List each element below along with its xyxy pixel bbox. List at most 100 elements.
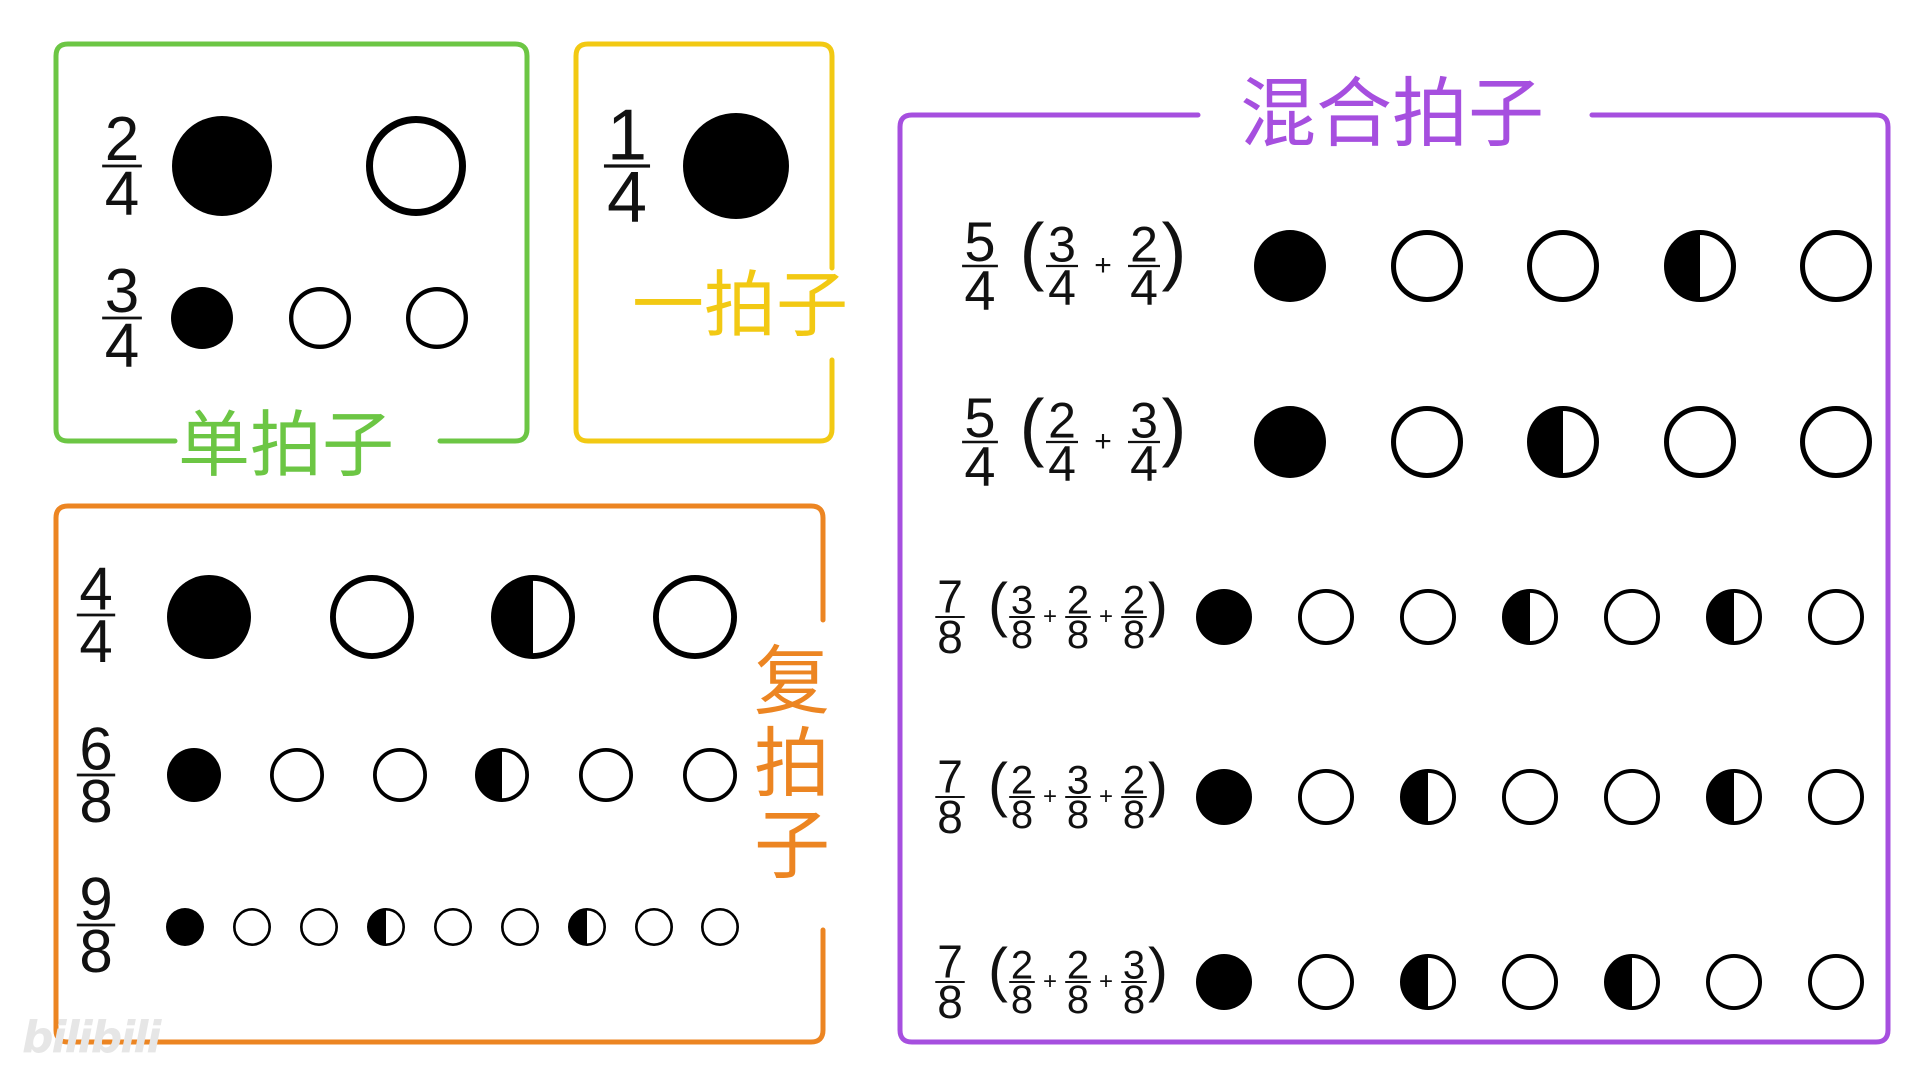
time-signature-numerator: 9 <box>79 865 112 932</box>
weak-beat-ring <box>1297 954 1354 1011</box>
grouping-fraction: 28 <box>1121 578 1147 657</box>
weak-beat <box>1705 954 1762 1011</box>
open-paren: ( <box>1020 384 1045 468</box>
medium-beat <box>1705 769 1762 826</box>
time-signature: 78 <box>935 936 965 1028</box>
simple-meter-row: 24 <box>102 105 466 228</box>
grouping-fraction: 28 <box>1065 578 1091 657</box>
time-signature-numerator: 2 <box>105 105 139 174</box>
weak-beat-ring <box>299 908 338 947</box>
grouping-fraction-numerator: 2 <box>1067 578 1089 622</box>
time-signature-denominator: 4 <box>964 435 995 498</box>
grouping-fraction: 38 <box>1121 943 1147 1022</box>
weak-beat <box>1399 589 1456 646</box>
weak-beat <box>1501 954 1558 1011</box>
medium-beat-half-fill <box>1401 770 1428 824</box>
weak-beat <box>330 575 415 660</box>
time-signature-numerator: 5 <box>964 210 995 273</box>
plus-sign: + <box>1094 425 1112 458</box>
weak-beat-ring <box>635 908 674 947</box>
weak-beat <box>1391 230 1464 303</box>
compound-meter-title-char-1: 复 <box>754 637 830 726</box>
open-paren: ( <box>1020 208 1045 292</box>
medium-beat-half-fill <box>1707 770 1734 824</box>
weak-beat-ring <box>1664 405 1737 478</box>
open-paren: ( <box>988 571 1008 638</box>
weak-beat-ring <box>500 908 539 947</box>
simple-meter-title: 单拍子 <box>178 403 394 487</box>
time-signature: 34 <box>102 257 142 380</box>
grouping-fraction-numerator: 3 <box>1123 943 1145 987</box>
weak-beat <box>406 287 469 350</box>
plus-sign: + <box>1099 968 1113 995</box>
weak-beat <box>579 748 634 803</box>
close-paren: ) <box>1148 571 1168 638</box>
mixed-meter-title: 混合拍子 <box>1240 69 1544 158</box>
grouping-fraction: 28 <box>1121 758 1147 837</box>
strong-beat-dot <box>1196 589 1252 645</box>
time-signature-numerator: 3 <box>105 257 139 326</box>
single-beat-meter-row: 14 <box>603 95 789 238</box>
strong-beat <box>1196 954 1252 1010</box>
grouping-fraction: 24 <box>1046 392 1078 492</box>
time-signature-denominator: 8 <box>937 791 963 843</box>
strong-beat <box>1254 230 1326 302</box>
strong-beat <box>171 287 233 349</box>
weak-beat <box>1501 769 1558 826</box>
grouping-fraction-denominator: 4 <box>1048 260 1076 316</box>
time-signature-numerator: 6 <box>79 715 112 782</box>
grouping-fraction-denominator: 8 <box>1123 613 1145 657</box>
medium-beat-half-fill <box>1707 590 1734 644</box>
weak-beat-ring <box>1501 954 1558 1011</box>
time-signature-denominator: 8 <box>79 768 112 835</box>
weak-beat <box>1391 405 1464 478</box>
medium-beat <box>1603 954 1660 1011</box>
weak-beat-ring <box>289 287 352 350</box>
grouping-fraction-denominator: 4 <box>1130 260 1158 316</box>
meter-grouping: (34+24) <box>1020 208 1187 316</box>
medium-beat-half-fill <box>368 909 386 945</box>
medium-beat-half-fill <box>493 577 533 657</box>
weak-beat-ring <box>1800 405 1873 478</box>
time-signature-denominator: 4 <box>105 311 139 380</box>
time-signature: 54 <box>962 210 998 322</box>
open-paren: ( <box>988 936 1008 1003</box>
compound-meter-title-char-3: 子 <box>754 801 830 890</box>
grouping-fraction: 38 <box>1065 758 1091 837</box>
strong-beat <box>172 116 272 216</box>
strong-beat-dot <box>172 116 272 216</box>
plus-sign: + <box>1043 603 1057 630</box>
time-signature: 98 <box>76 865 116 985</box>
weak-beat <box>1603 589 1660 646</box>
weak-beat-ring <box>1527 230 1600 303</box>
time-signature: 14 <box>603 95 651 238</box>
grouping-fraction-numerator: 2 <box>1011 758 1033 802</box>
weak-beat <box>635 908 674 947</box>
time-signature: 78 <box>935 571 965 663</box>
grouping-fraction: 38 <box>1009 578 1035 657</box>
simple-meter-row: 34 <box>102 257 469 380</box>
grouping-fraction-numerator: 2 <box>1123 578 1145 622</box>
meter-grouping: (24+34) <box>1020 384 1187 492</box>
weak-beat-ring <box>1391 230 1464 303</box>
time-signature-denominator: 4 <box>79 608 112 675</box>
grouping-fraction: 28 <box>1065 943 1091 1022</box>
weak-beat-ring <box>366 116 466 216</box>
grouping-fraction-numerator: 2 <box>1067 943 1089 987</box>
weak-beat-ring <box>1603 589 1660 646</box>
strong-beat-dot <box>1196 954 1252 1010</box>
weak-beat <box>373 748 428 803</box>
plus-sign: + <box>1043 783 1057 810</box>
grouping-fraction-denominator: 4 <box>1130 436 1158 492</box>
weak-beat-ring <box>701 908 740 947</box>
weak-beat-ring <box>373 748 428 803</box>
weak-beat-ring <box>433 908 472 947</box>
grouping-fraction-numerator: 3 <box>1011 578 1033 622</box>
simple-meter-frame <box>53 41 530 444</box>
weak-beat-ring <box>233 908 272 947</box>
strong-beat <box>1254 406 1326 478</box>
medium-beat <box>568 908 607 947</box>
open-paren: ( <box>988 751 1008 818</box>
